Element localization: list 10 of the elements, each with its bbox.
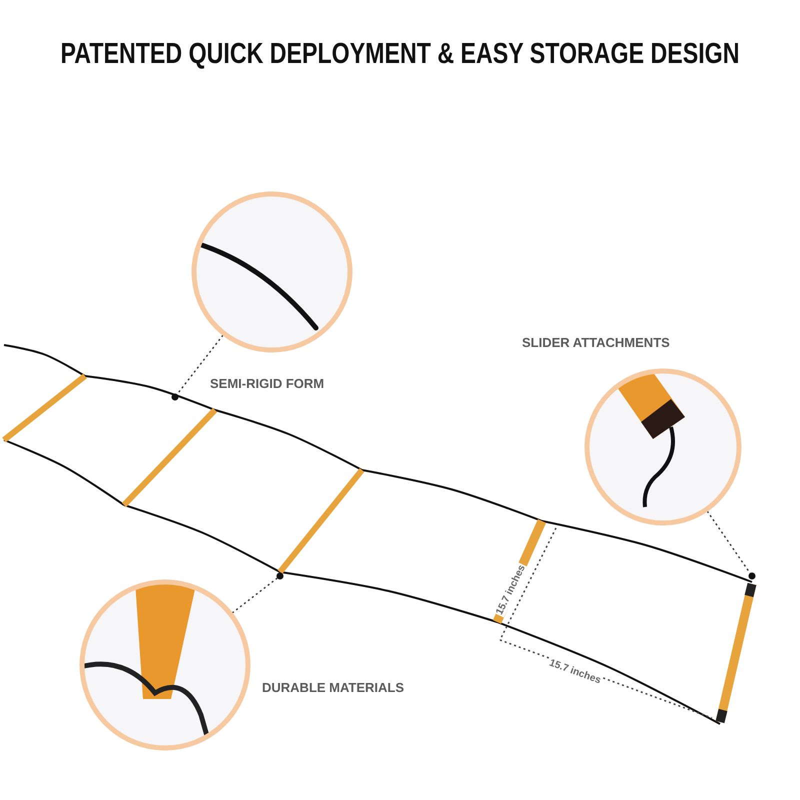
anchor-dot <box>172 394 178 400</box>
leader-line <box>176 334 224 395</box>
title: PATENTED QUICK DEPLOYMENT & EASY STORAGE DESIGN <box>60 38 740 71</box>
feature-label: SLIDER ATTACHMENTS <box>522 335 670 350</box>
anchor-dot <box>748 572 756 580</box>
leader-line <box>232 578 278 614</box>
feature-label: DURABLE MATERIALS <box>262 680 404 695</box>
feature-label: SEMI-RIGID FORM <box>210 376 324 391</box>
anchor-dot <box>276 572 284 580</box>
leader-line <box>706 510 751 574</box>
